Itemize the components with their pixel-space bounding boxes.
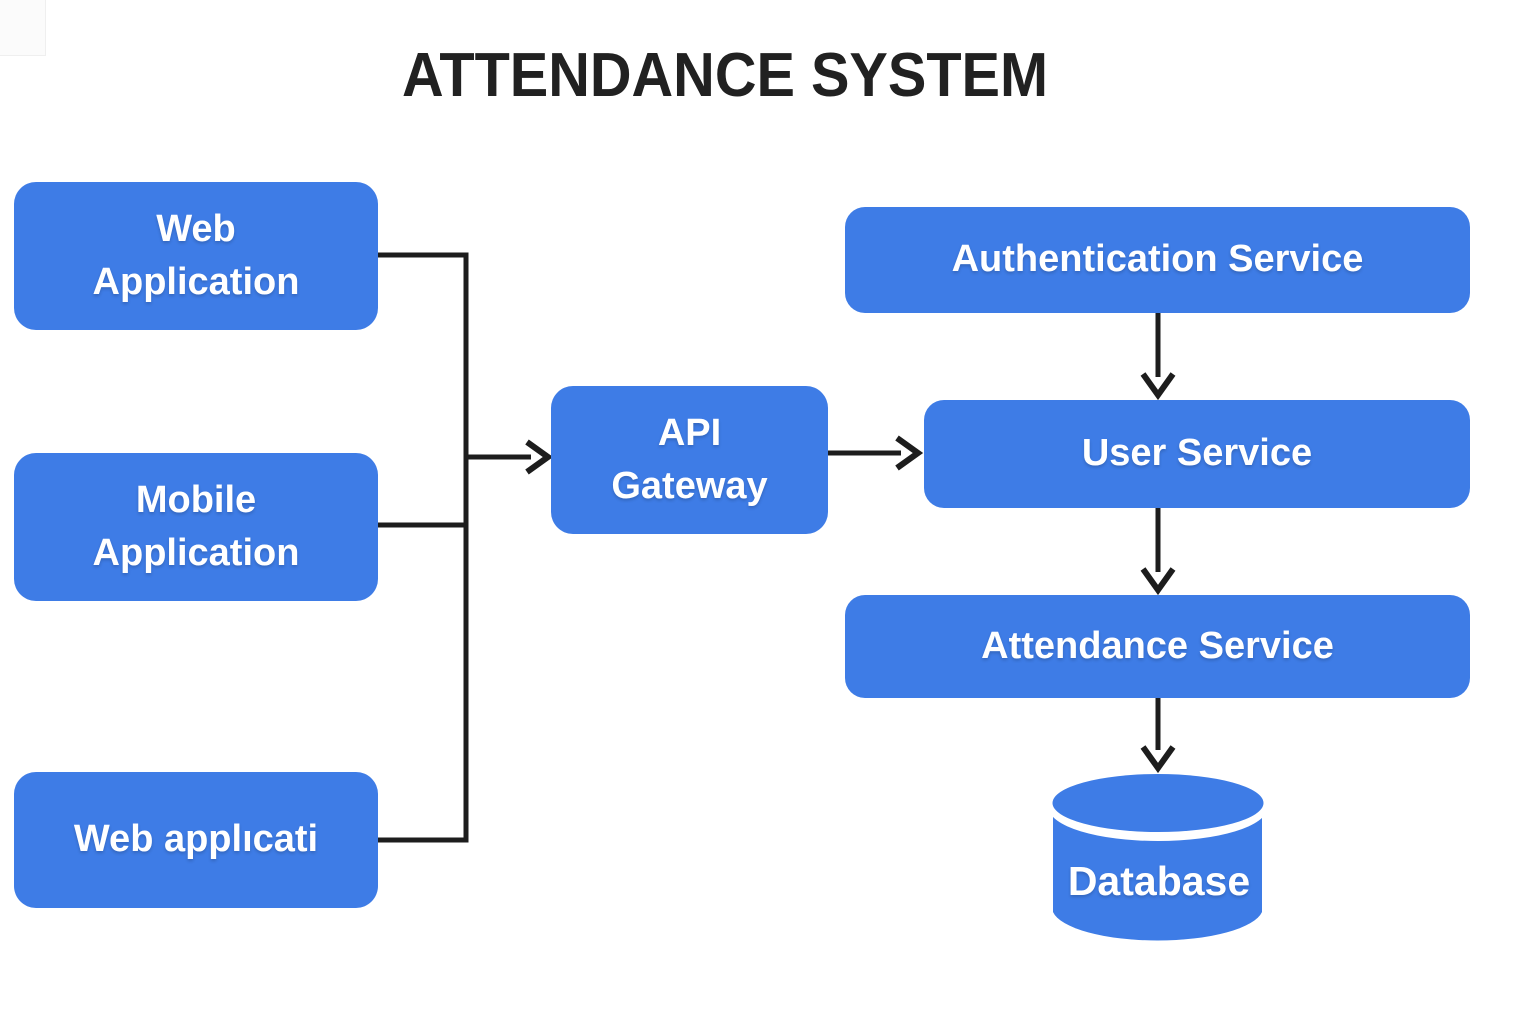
- database-cylinder-icon: [1050, 774, 1267, 941]
- node-web-application-alt: Web applıcati: [14, 772, 378, 908]
- database-cylinder-body: [1053, 812, 1262, 941]
- node-mobile-application: Mobile Application: [14, 453, 378, 601]
- node-authentication-service-label: Authentication Service: [951, 238, 1364, 281]
- database-cylinder-cap: [1052, 774, 1264, 832]
- node-attendance-service-label: Attendance Service: [981, 624, 1334, 667]
- arrowhead-auth-to-user-service: [1140, 372, 1176, 401]
- node-api-gateway-line1: API: [657, 411, 722, 454]
- node-mobile-application-line1: Mobile: [135, 478, 257, 521]
- node-web-application-alt-label: Web applıcati: [73, 818, 319, 861]
- node-api-gateway-line2: Gateway: [611, 465, 768, 507]
- node-web-application-line2: Application: [92, 261, 300, 303]
- node-user-service-label: User Service: [1081, 432, 1313, 475]
- arrowhead-user-to-attendance-service: [1140, 567, 1176, 596]
- node-authentication-service: Authentication Service: [845, 207, 1470, 313]
- node-user-service: User Service: [924, 400, 1470, 508]
- node-mobile-application-line2: Application: [92, 532, 300, 574]
- node-attendance-service: Attendance Service: [845, 595, 1470, 698]
- arrowhead-api-gateway-to-user-service: [895, 435, 924, 471]
- node-web-application: Web Application: [14, 182, 378, 330]
- arrowhead-attendance-to-database: [1140, 745, 1176, 774]
- node-web-application-line1: Web: [156, 207, 236, 250]
- page-title: ATTENDANCE SYSTEM: [402, 41, 1049, 110]
- node-database-label: Database: [1067, 858, 1251, 904]
- page-corner-artifact: [0, 0, 46, 56]
- node-api-gateway: API Gateway: [551, 386, 828, 534]
- arrowhead-trunk-to-api-gateway: [525, 439, 554, 475]
